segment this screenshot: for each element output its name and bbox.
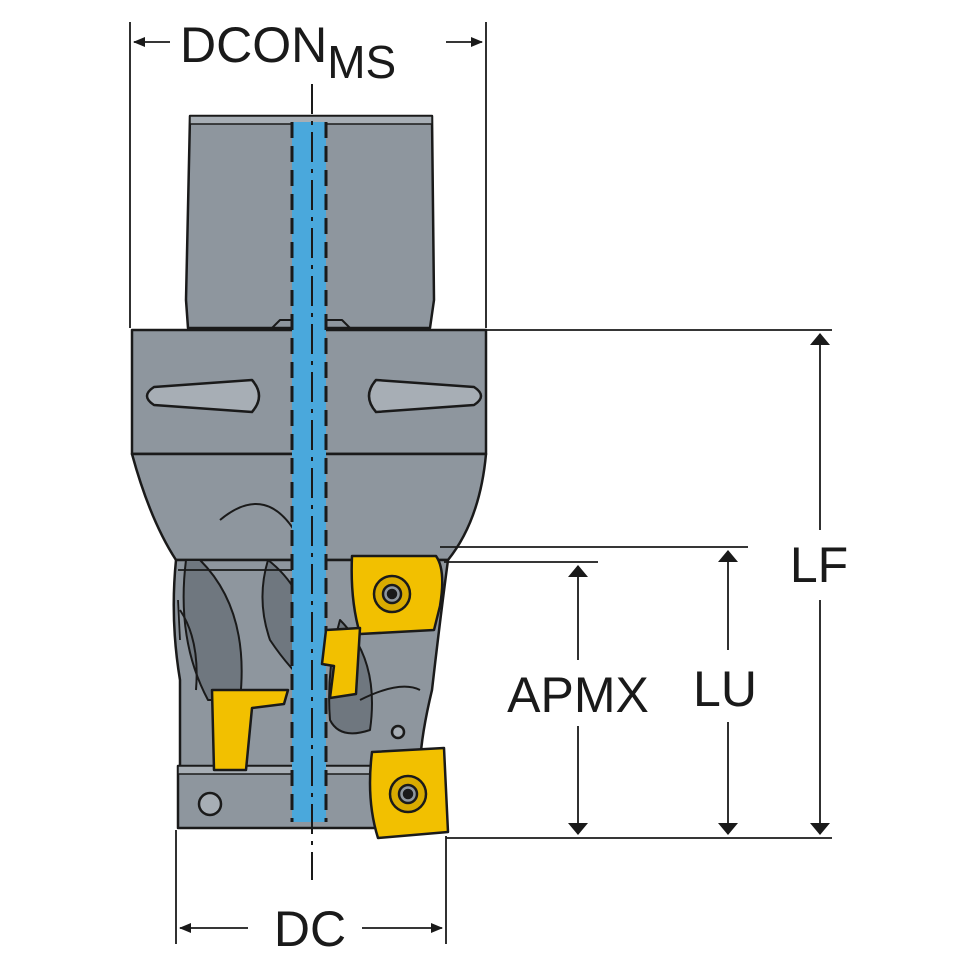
key-slot-right — [367, 378, 483, 414]
dimensions — [129, 22, 832, 944]
coolant-channel — [290, 122, 328, 822]
lf-label: LF — [790, 537, 848, 593]
insert-left — [210, 688, 290, 772]
dcon-label: DCONMS — [180, 17, 396, 88]
key-slot-left — [145, 378, 261, 414]
insert-mid — [320, 626, 362, 700]
insert-bottom — [368, 746, 450, 840]
dcon-label-main: DCON — [180, 17, 327, 73]
insert-top — [350, 554, 444, 636]
dcon-label-sub: MS — [327, 36, 396, 88]
dc-label: DC — [274, 901, 346, 957]
apmx-label: APMX — [507, 667, 649, 723]
lu-label: LU — [693, 661, 757, 717]
inserts — [210, 554, 450, 840]
